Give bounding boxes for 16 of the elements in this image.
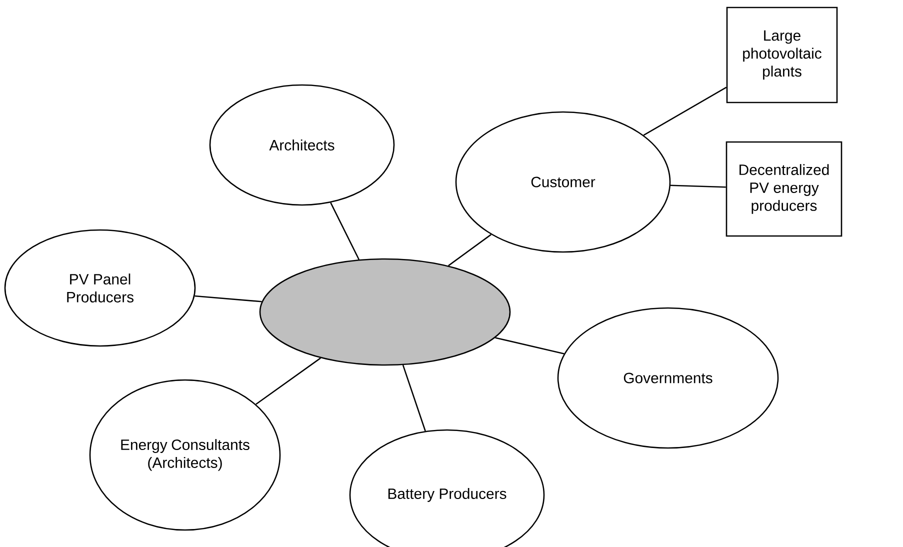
ellipse-node: PV Panel Producers: [4, 229, 196, 347]
connector-line: [194, 295, 262, 302]
connector-line: [448, 234, 492, 266]
connector-line: [256, 358, 321, 405]
connector-line: [643, 86, 727, 136]
ellipse-node: Architects: [209, 84, 395, 206]
connector-line: [495, 337, 564, 354]
connector-line: [402, 364, 426, 432]
ellipse-node: Governments: [557, 307, 779, 449]
connector-line: [670, 184, 726, 188]
connector-line: [330, 202, 360, 260]
text-box: Large photovoltaic plants: [726, 6, 838, 104]
ellipse-node: [259, 258, 511, 366]
ellipse-node: Customer: [455, 111, 671, 253]
text-box: Decentralized PV energy producers: [726, 141, 842, 237]
ellipse-node: Energy Consultants (Architects): [89, 379, 281, 531]
